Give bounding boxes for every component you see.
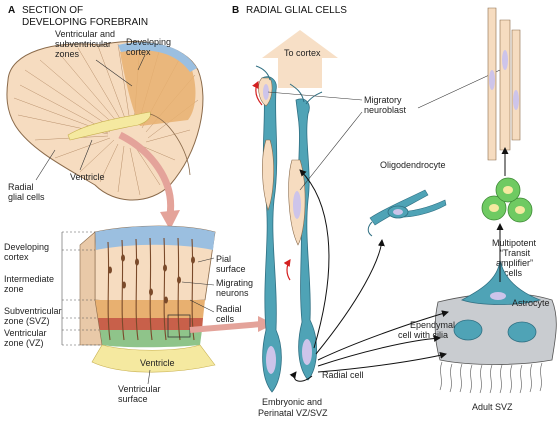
label-ventricular-surface-2: surface xyxy=(118,394,148,404)
label-radial-glial-1: Radial xyxy=(8,182,34,192)
label-adult-svz: Adult SVZ xyxy=(472,402,513,412)
label-multipotent-1: Multipotent xyxy=(492,238,537,248)
label-radial-cells-1: Radial xyxy=(216,304,242,314)
label-migratory-2: neuroblast xyxy=(364,105,407,115)
label-ventricular-zones-3: zones xyxy=(55,49,80,59)
label-developing-cortex-left-1: Developing xyxy=(4,242,49,252)
panel-a-letter: A xyxy=(8,5,15,16)
label-ventricular-zones-2: subventricular xyxy=(55,39,111,49)
label-vz-2: zone (VZ) xyxy=(4,338,44,348)
radial-glia-1 xyxy=(258,76,282,393)
label-ventricle-top: Ventricle xyxy=(70,172,105,182)
cortex-wedge xyxy=(79,225,216,373)
label-migrating-1: Migrating xyxy=(216,278,253,288)
label-ventricular-zones-1: Ventricular and xyxy=(55,29,115,39)
label-vz-1: Ventricular xyxy=(4,328,47,338)
label-embryonic-2: Perinatal VZ/SVZ xyxy=(258,408,328,418)
label-migratory-1: Migratory xyxy=(364,95,402,105)
label-svz-1: Subventricular xyxy=(4,306,62,316)
panel-a-title-line1: SECTION OF xyxy=(22,5,83,16)
oligodendrocyte-cell xyxy=(367,189,447,237)
transit-amplifier-cells xyxy=(481,177,533,223)
label-intermediate-2: zone xyxy=(4,284,24,294)
label-astrocyte: Astrocyte xyxy=(512,298,550,308)
label-radial-glial-2: glial cells xyxy=(8,192,45,202)
label-ependymal-1: Ependymal xyxy=(410,320,455,330)
label-ventricular-surface-1: Ventricular xyxy=(118,384,161,394)
label-embryonic-1: Embryonic and xyxy=(262,397,322,407)
label-multipotent-4: cells xyxy=(504,268,523,278)
label-pial-2: surface xyxy=(216,264,246,274)
forebrain-section xyxy=(6,40,204,201)
zoom-arrow-a xyxy=(118,131,175,216)
radial-glia-2 xyxy=(288,98,317,381)
label-to-cortex: To cortex xyxy=(284,48,321,58)
label-ependymal-2: cell with cilia xyxy=(398,330,448,340)
zoom-arrow-b xyxy=(189,321,263,333)
label-radial-cells-2: cells xyxy=(216,314,235,324)
label-svz-2: zone (SVZ) xyxy=(4,316,50,326)
label-developing-cortex-top-2: cortex xyxy=(126,47,151,57)
label-oligodendrocyte: Oligodendrocyte xyxy=(380,160,446,170)
neuroblast-stack xyxy=(487,7,521,161)
label-ventricle-bottom: Ventricle xyxy=(140,358,175,368)
panel-a-title-line2: DEVELOPING FOREBRAIN xyxy=(22,17,148,28)
label-multipotent-2: “Transit xyxy=(500,248,531,258)
label-pial-1: Pial xyxy=(216,254,231,264)
label-developing-cortex-left-2: cortex xyxy=(4,252,29,262)
panel-b-letter: B xyxy=(232,5,239,16)
label-intermediate-1: Intermediate xyxy=(4,274,54,284)
panel-b-title: RADIAL GLIAL CELLS xyxy=(246,5,347,16)
adult-svz-niche xyxy=(434,259,557,394)
label-multipotent-3: amplifier” xyxy=(496,258,533,268)
label-radial-cell: Radial cell xyxy=(322,370,364,380)
label-migrating-2: neurons xyxy=(216,288,249,298)
label-developing-cortex-top-1: Developing xyxy=(126,37,171,47)
to-cortex-arrow xyxy=(262,30,338,88)
